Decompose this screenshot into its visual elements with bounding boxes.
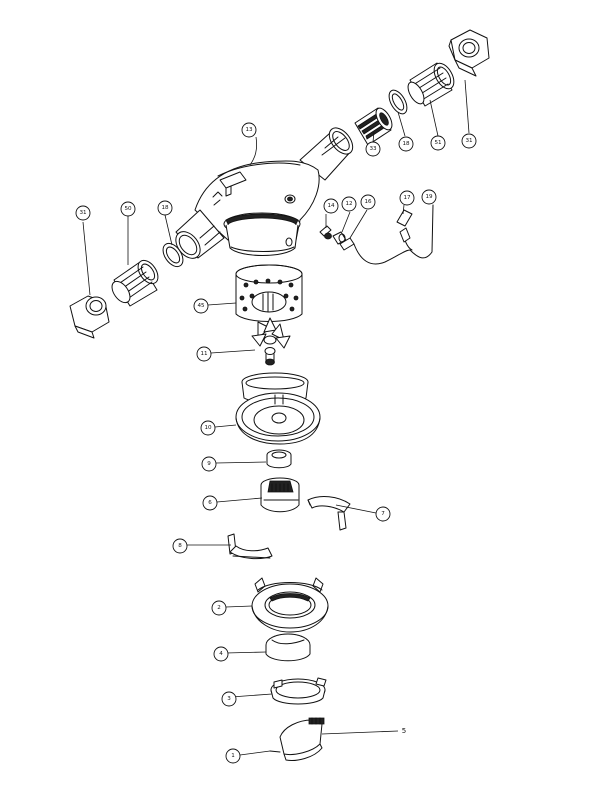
lens-glass xyxy=(265,633,311,662)
measuring-chamber xyxy=(235,264,303,322)
callout-12: 12 xyxy=(341,196,357,212)
callout-19-label: 19 xyxy=(425,194,433,200)
callout-33: 33 xyxy=(365,141,381,157)
callout-33-label: 33 xyxy=(369,146,377,152)
callout-19: 19 xyxy=(421,189,437,205)
callout-1: 1 xyxy=(225,748,241,764)
callout-14: 14 xyxy=(323,198,339,214)
chamber-cup xyxy=(235,372,321,445)
register-ring xyxy=(251,577,329,633)
callout-1-label: 1 xyxy=(231,753,235,759)
lid-cover xyxy=(269,717,325,761)
bushing xyxy=(266,449,292,469)
callout-10-label: 10 xyxy=(204,425,212,431)
callout-9: 9 xyxy=(201,456,217,472)
washer-right xyxy=(388,89,408,115)
strainer-screen xyxy=(354,107,393,146)
callout-50: 50 xyxy=(120,201,136,217)
callout-10: 10 xyxy=(200,420,216,436)
callout-31-right: 31 xyxy=(461,133,477,149)
callout-14-label: 14 xyxy=(327,203,335,209)
callout-2: 2 xyxy=(211,600,227,616)
gear-housing xyxy=(260,477,300,513)
callout-8: 8 xyxy=(172,538,188,554)
clip-right xyxy=(307,496,351,531)
callout-12-label: 12 xyxy=(345,201,352,207)
callout-3: 3 xyxy=(221,691,237,707)
callout-7: 7 xyxy=(375,506,391,522)
seal-screw-parts xyxy=(319,225,355,251)
callout-45: 45 xyxy=(193,298,209,314)
callout-4-label: 4 xyxy=(219,651,223,657)
impeller xyxy=(251,317,291,366)
callout-16-label: 16 xyxy=(364,199,372,205)
callout-50-label: 50 xyxy=(124,206,132,212)
callout-31-left: 31 xyxy=(75,205,91,221)
callout-17-label: 17 xyxy=(403,195,411,201)
callout-4: 4 xyxy=(213,646,229,662)
callout-13: 13 xyxy=(241,122,257,138)
clip-left xyxy=(227,533,273,560)
hex-nut-left xyxy=(69,295,110,339)
callout-2-label: 2 xyxy=(217,605,221,611)
callout-11: 11 xyxy=(196,346,212,362)
callout-9-label: 9 xyxy=(207,461,211,467)
callout-51-right-label: 51 xyxy=(434,140,442,146)
leader-lines xyxy=(82,79,470,756)
washer-left xyxy=(162,242,184,268)
callout-31-left-label: 31 xyxy=(79,210,87,216)
callout-5: 5 xyxy=(402,727,406,735)
callout-16: 16 xyxy=(360,194,376,210)
callout-13-label: 13 xyxy=(245,127,253,133)
callout-11-label: 11 xyxy=(200,351,208,357)
callout-6-label: 6 xyxy=(208,500,212,506)
callout-17: 17 xyxy=(399,190,415,206)
callout-3-label: 3 xyxy=(227,696,231,702)
callout-18-left: 18 xyxy=(157,200,173,216)
tailpiece-right xyxy=(407,62,455,107)
callout-45-label: 45 xyxy=(197,303,205,309)
callout-8-label: 8 xyxy=(178,543,182,549)
callout-5-label: 5 xyxy=(402,727,406,735)
callout-7-label: 7 xyxy=(381,511,385,517)
callout-6: 6 xyxy=(202,495,218,511)
callout-18-right-label: 18 xyxy=(402,141,410,147)
hex-nut-right xyxy=(448,29,490,77)
callout-31-right-label: 31 xyxy=(465,138,473,144)
cover-ring xyxy=(270,677,327,705)
seal-wire xyxy=(353,204,434,265)
callout-18-left-label: 18 xyxy=(161,205,169,211)
meter-body xyxy=(175,127,354,259)
callout-18-right: 18 xyxy=(398,136,414,152)
tailpiece-left xyxy=(111,259,159,307)
callout-51-right: 51 xyxy=(430,135,446,151)
